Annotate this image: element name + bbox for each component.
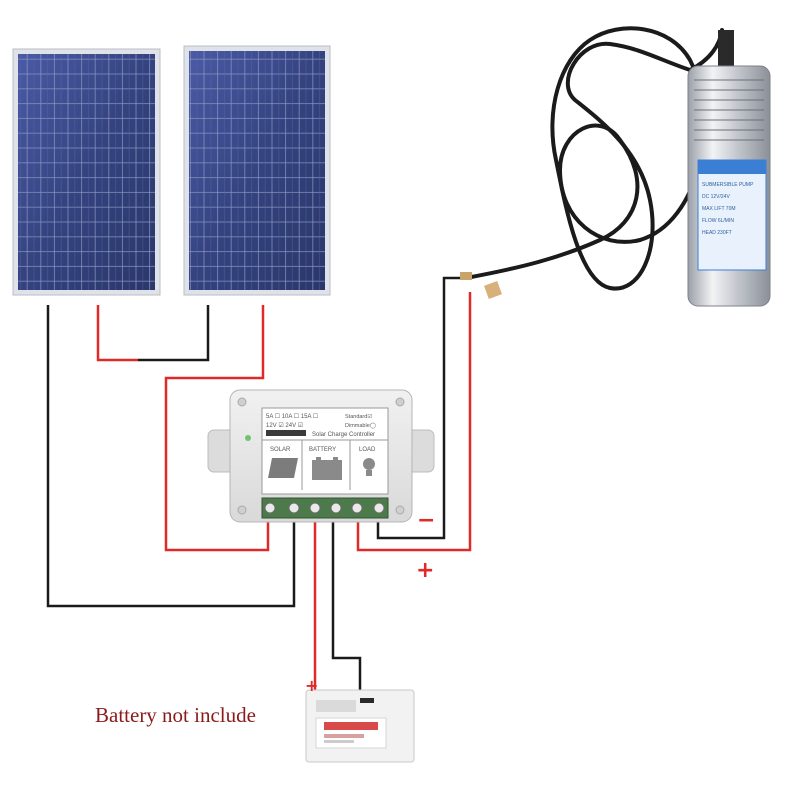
terminal-solar-positive bbox=[264, 502, 276, 514]
minus-sign: − bbox=[417, 508, 436, 533]
wire-load-positive bbox=[356, 292, 472, 552]
plus-sign: + bbox=[416, 558, 435, 583]
pump-label bbox=[697, 159, 767, 271]
pump-label-line: DC 12V/24V bbox=[702, 194, 730, 200]
pump-label-line: SUBMERSIBLE PUMP bbox=[702, 182, 754, 188]
solar-panel-right bbox=[183, 45, 331, 296]
solar-panel-left bbox=[12, 48, 161, 296]
wire-panel-positive bbox=[164, 305, 270, 552]
section-battery: BATTERY bbox=[309, 447, 336, 453]
battery-icon bbox=[312, 457, 342, 480]
pump-label-line: MAX LIFT 70M bbox=[702, 206, 736, 212]
cable-connector bbox=[460, 272, 502, 299]
pump-label-line: FLOW 6L/MIN bbox=[702, 218, 734, 224]
battery-plus-sign: + bbox=[305, 676, 319, 695]
section-load: LOAD bbox=[359, 447, 376, 453]
battery-not-included-note: Battery not include bbox=[95, 703, 256, 727]
section-solar: SOLAR bbox=[270, 447, 291, 453]
current-options: 5A ☐ 10A ☐ 15A ☐ bbox=[266, 413, 318, 420]
wire-series-negative bbox=[138, 305, 210, 362]
voltage-options: 12V ☑ 24V ☑ bbox=[266, 422, 303, 429]
solar-panel-icon bbox=[268, 458, 298, 478]
pump-label-line: HEAD 230FT bbox=[702, 230, 732, 236]
submersible-pump: SUBMERSIBLE PUMP DC 12V/24V MAX LIFT 70M… bbox=[687, 30, 771, 307]
terminal-load-positive bbox=[351, 502, 363, 514]
pump-cable bbox=[464, 26, 724, 291]
pump-label-lines: SUBMERSIBLE PUMP DC 12V/24V MAX LIFT 70M… bbox=[702, 182, 754, 236]
controller-title: Solar Charge Controller bbox=[312, 432, 375, 438]
charge-controller: 5A ☐ 10A ☐ 15A ☐ 12V ☑ 24V ☑ Standard☑ D… bbox=[207, 389, 435, 523]
status-led bbox=[245, 435, 251, 441]
terminal-battery-negative bbox=[330, 502, 342, 514]
mode-dimmable: Dimmable◯ bbox=[345, 422, 377, 429]
bulb-icon bbox=[363, 458, 375, 476]
terminal-solar-negative bbox=[288, 502, 300, 514]
wire-battery-negative bbox=[331, 520, 362, 690]
panel-wiring bbox=[46, 276, 472, 690]
wire-series-positive bbox=[96, 305, 138, 362]
wire-panel-negative bbox=[46, 305, 296, 608]
terminal-battery-positive bbox=[309, 502, 321, 514]
battery bbox=[305, 689, 415, 763]
wire-load-negative bbox=[376, 276, 466, 540]
terminal-strip bbox=[261, 497, 389, 519]
mode-standard: Standard☑ bbox=[345, 413, 372, 420]
terminal-load-negative bbox=[373, 502, 385, 514]
